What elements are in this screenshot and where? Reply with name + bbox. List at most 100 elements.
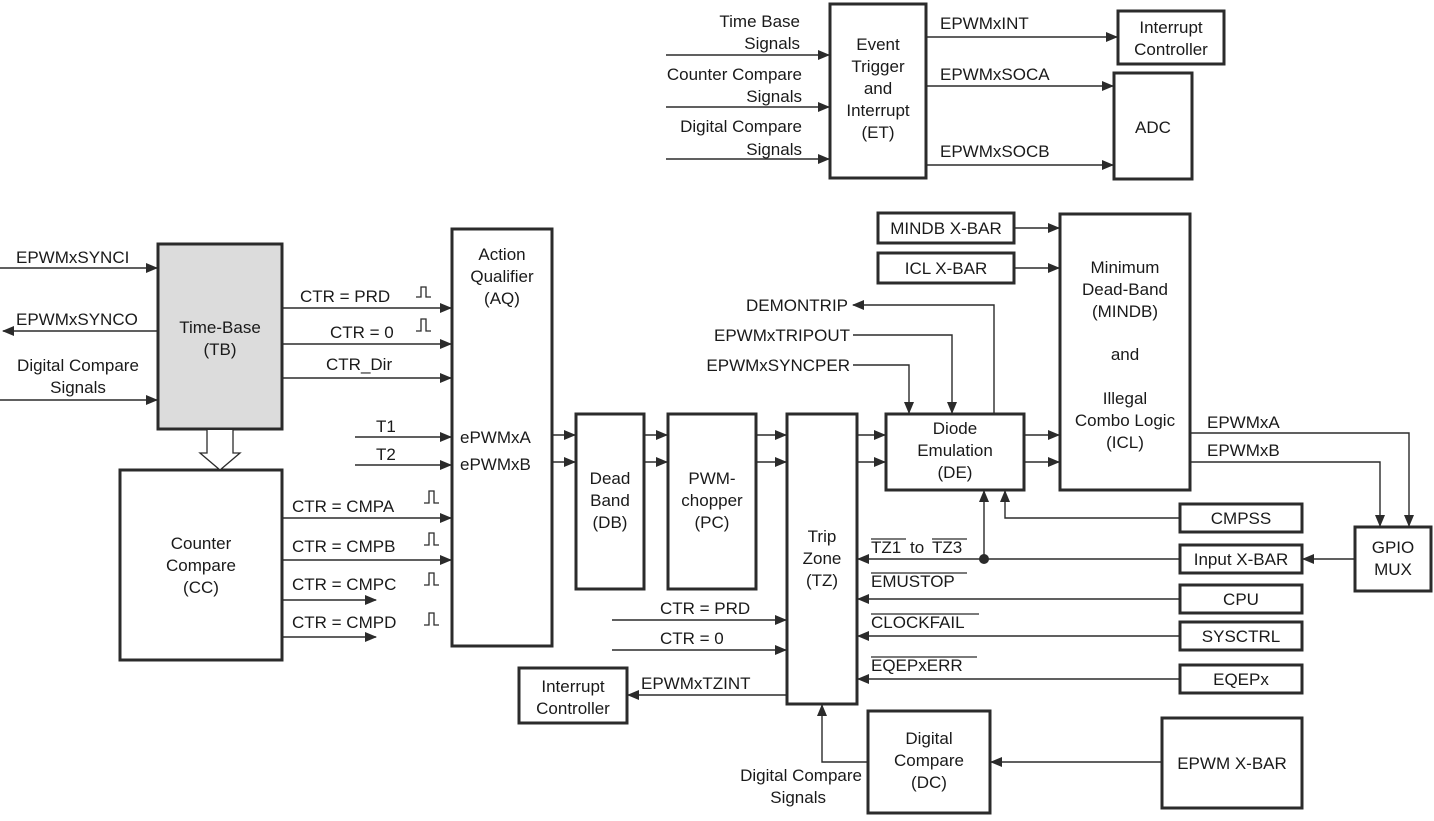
epwm-xbar-block: EPWM X-BAR xyxy=(1160,716,1304,810)
epwm-xbar-label: EPWM X-BAR xyxy=(1177,754,1287,773)
event-trigger-label-5: (ET) xyxy=(861,123,894,142)
event-trigger-label-4: Interrupt xyxy=(846,101,910,120)
counter-compare-block: Counter Compare (CC) xyxy=(118,468,284,662)
pulse-icon-ctr-prd xyxy=(416,286,431,298)
adc-block: ADC xyxy=(1112,71,1194,181)
diode-emulation-label-1: Diode xyxy=(933,419,977,438)
dc-signals-left-label-2: Signals xyxy=(50,378,106,397)
epwmxb-aq-label: ePWMxB xyxy=(460,455,531,474)
counter-compare-signals-label-2: Signals xyxy=(746,87,802,106)
ctr-zero-tz-label: CTR = 0 xyxy=(660,629,724,648)
cmpss-to-de-arrow xyxy=(1000,490,1179,519)
mindb-label-9: (ICL) xyxy=(1106,433,1144,452)
sysctrl-label: SYSCTRL xyxy=(1202,627,1280,646)
ctr-zero-label: CTR = 0 xyxy=(330,323,394,342)
pulse-icon-ctr-zero xyxy=(416,318,431,332)
epwmxtripout-label: EPWMxTRIPOUT xyxy=(714,326,850,345)
interrupt-controller-top-block: Interrupt Controller xyxy=(1116,9,1226,66)
diode-emulation-label-2: Emulation xyxy=(917,441,993,460)
eqepxerr-label: EQEPxERR xyxy=(871,656,963,675)
mindb-icl-block: Minimum Dead-Band (MINDB) and Illegal Co… xyxy=(1058,212,1192,492)
dead-band-label-2: Band xyxy=(590,491,630,510)
event-trigger-label-3: and xyxy=(864,79,892,98)
ctr-dir-label: CTR_Dir xyxy=(326,355,392,374)
emustop-label: EMUSTOP xyxy=(871,572,955,591)
ctr-cmpc-label: CTR = CMPC xyxy=(292,575,396,594)
trip-zone-label-3: (TZ) xyxy=(806,571,838,590)
counter-compare-label-1: Counter xyxy=(171,534,232,553)
time-base-signals-label-2: Signals xyxy=(744,34,800,53)
diode-emulation-block: Diode Emulation (DE) xyxy=(884,412,1026,492)
event-trigger-block: Event Trigger and Interrupt (ET) xyxy=(828,2,928,180)
epwmxsoca-label: EPWMxSOCA xyxy=(940,65,1050,84)
event-trigger-label-1: Event xyxy=(856,35,900,54)
mindb-label-7: Illegal xyxy=(1103,389,1147,408)
epwmxa-output-arrow xyxy=(1191,432,1414,527)
pwm-chopper-label-2: chopper xyxy=(681,491,743,510)
mindb-xbar-label: MINDB X-BAR xyxy=(890,219,1001,238)
pwm-chopper-label-1: PWM- xyxy=(688,469,735,488)
input-xbar-label: Input X-BAR xyxy=(1194,550,1289,569)
dc-signals-bottom-label-1: Digital Compare xyxy=(740,766,862,785)
epwmxsyncper-arrow xyxy=(853,364,914,414)
pwm-chopper-label-3: (PC) xyxy=(695,513,730,532)
epwmxb-output-arrow xyxy=(1191,461,1385,527)
mindb-xbar-block: MINDB X-BAR xyxy=(876,211,1016,245)
cpu-label: CPU xyxy=(1223,590,1259,609)
diode-emulation-label-3: (DE) xyxy=(938,463,973,482)
tz3-label: TZ3 xyxy=(932,538,962,557)
interrupt-controller-top-label-1: Interrupt xyxy=(1139,18,1203,37)
pulse-icon-ctr-cmpc xyxy=(424,572,439,586)
time-base-label-1: Time-Base xyxy=(179,318,261,337)
dc-to-tz-arrow xyxy=(817,704,867,763)
mindb-label-1: Minimum xyxy=(1091,258,1160,277)
tz-to-label: to xyxy=(910,538,924,557)
interrupt-controller-bottom-block: Interrupt Controller xyxy=(517,666,629,725)
junction-dot xyxy=(979,554,989,564)
epwmxsocb-label: EPWMxSOCB xyxy=(940,142,1050,161)
epwmxint-label: EPWMxINT xyxy=(940,14,1029,33)
cmpss-block: CMPSS xyxy=(1178,502,1304,534)
gpio-mux-label-2: MUX xyxy=(1374,560,1412,579)
gpio-mux-block: GPIO MUX xyxy=(1353,525,1433,593)
epwmxtripout-arrow xyxy=(853,334,957,414)
dc-signals-et-label-2: Signals xyxy=(746,140,802,159)
digital-compare-label-2: Compare xyxy=(894,751,964,770)
t1-label: T1 xyxy=(376,417,396,436)
eqepx-block: EQEPx xyxy=(1178,663,1304,695)
dc-signals-et-label-1: Digital Compare xyxy=(680,117,802,136)
epwmxa-output-label: EPWMxA xyxy=(1207,413,1280,432)
digital-compare-label-3: (DC) xyxy=(911,773,947,792)
pulse-icon-ctr-cmpa xyxy=(424,490,439,504)
gpio-mux-label-1: GPIO xyxy=(1372,538,1415,557)
digital-compare-block: Digital Compare (DC) xyxy=(866,709,992,815)
mindb-label-3: (MINDB) xyxy=(1092,302,1158,321)
ctr-prd-label: CTR = PRD xyxy=(300,287,390,306)
action-qualifier-block: Action Qualifier (AQ) xyxy=(450,227,554,648)
ctr-cmpd-label: CTR = CMPD xyxy=(292,613,396,632)
demontrip-label: DEMONTRIP xyxy=(746,296,848,315)
epwmxsynci-label: EPWMxSYNCI xyxy=(16,248,129,267)
pulse-glyphs xyxy=(416,286,439,626)
dc-signals-left-label-1: Digital Compare xyxy=(17,356,139,375)
dead-band-label-3: (DB) xyxy=(593,513,628,532)
trip-zone-label-2: Zone xyxy=(803,549,842,568)
demontrip-arrow xyxy=(852,300,995,413)
interrupt-controller-top-label-2: Controller xyxy=(1134,40,1208,59)
dc-signals-bottom-label-2: Signals xyxy=(770,788,826,807)
adc-label: ADC xyxy=(1135,118,1171,137)
pulse-icon-ctr-cmpd xyxy=(424,612,439,626)
counter-compare-label-3: (CC) xyxy=(183,578,219,597)
epwmxb-output-label: EPWMxB xyxy=(1207,441,1280,460)
epwmxa-aq-label: ePWMxA xyxy=(460,428,532,447)
trip-zone-label-1: Trip xyxy=(808,527,837,546)
dead-band-label-1: Dead xyxy=(590,469,631,488)
epwmxsyncper-label: EPWMxSYNCPER xyxy=(706,356,850,375)
tz1-label: TZ1 xyxy=(871,538,901,557)
dead-band-block: Dead Band (DB) xyxy=(574,412,646,591)
action-qualifier-label-2: Qualifier xyxy=(470,267,534,286)
tb-to-cc-hollow-arrow xyxy=(198,430,242,471)
epwmxsynco-label: EPWMxSYNCO xyxy=(16,310,138,329)
